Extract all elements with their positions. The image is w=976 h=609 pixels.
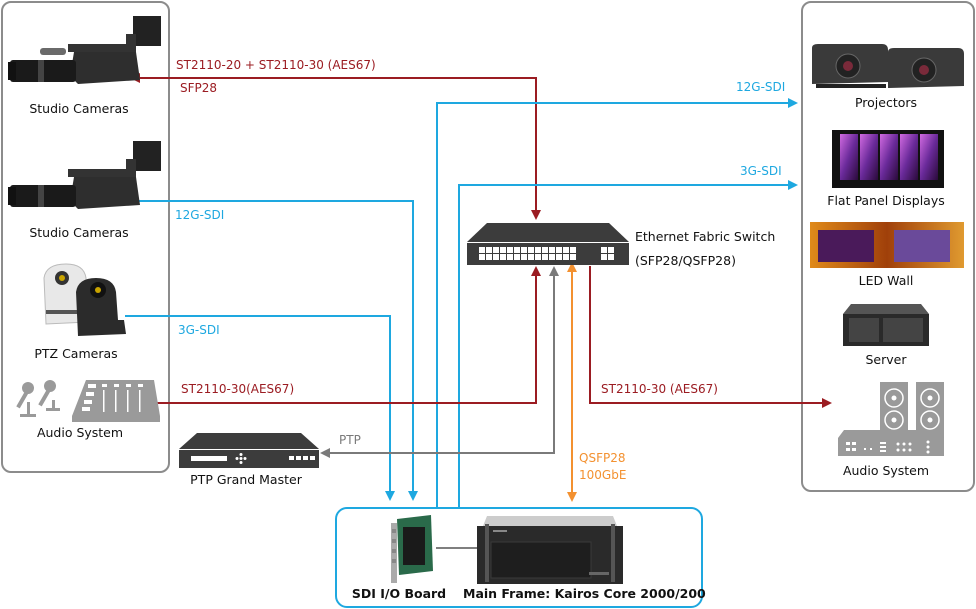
switch-port: [514, 247, 520, 253]
label-out-3g: 3G-SDI: [740, 164, 782, 178]
switch-port: [542, 247, 548, 253]
sdi-io-board-label: SDI I/O Board: [351, 586, 447, 601]
label-audio-out: ST2110-30 (AES67): [601, 382, 718, 396]
projector-icon: [812, 44, 964, 88]
wire-ptz-3g-sdi: [125, 315, 395, 501]
switch-port: [542, 254, 548, 260]
wire-audio-out: [589, 266, 832, 408]
wire-out-3g-sdi: [458, 180, 798, 507]
switch-port: [514, 254, 520, 260]
wire-out-12g-sdi: [436, 98, 798, 507]
studio-camera-icon: [8, 16, 161, 84]
label-qsfp28: QSFP28: [579, 451, 626, 465]
switch-port: [563, 254, 569, 260]
wire-ptp: [320, 268, 555, 458]
switch-port: [556, 254, 562, 260]
switch-port: [549, 254, 555, 260]
ptp-grand-master-label: PTP Grand Master: [190, 472, 302, 487]
switch-port: [493, 247, 499, 253]
switch-port: [528, 254, 534, 260]
switch-port: [493, 254, 499, 260]
label-cam1-sfp: SFP28: [180, 81, 218, 95]
switch-port: [570, 247, 576, 253]
label-audio-in: ST2110-30(AES67): [181, 382, 295, 396]
led-wall-icon: [810, 222, 964, 268]
source-label-ptz-cameras: PTZ Cameras: [34, 346, 118, 361]
switch-port: [486, 247, 492, 253]
label-cam1-ip: ST2110-20 + ST2110-30 (AES67): [176, 58, 376, 72]
wire-switch-to-camera1: [130, 73, 537, 218]
switch-port: [549, 247, 555, 253]
flat-panel-icon: [832, 130, 944, 188]
ptz-camera-icon: [43, 263, 126, 336]
switch-label-line2: (SFP28/QSFP28): [635, 253, 736, 268]
label-100gbe: 100GbE: [579, 468, 627, 482]
output-label-led-wall: LED Wall: [858, 273, 914, 288]
switch-port: [486, 254, 492, 260]
ethernet-switch-icon: [467, 223, 629, 265]
switch-port: [528, 247, 534, 253]
switch-port: [479, 254, 485, 260]
source-label-audio-system: Audio System: [36, 425, 124, 440]
wire-audio-in: [148, 266, 541, 404]
switch-port: [521, 247, 527, 253]
output-label-flat-panel-displays: Flat Panel Displays: [827, 193, 945, 208]
switch-port: [563, 247, 569, 253]
label-ptp: PTP: [339, 433, 361, 447]
source-label-studio-cameras-1: Studio Cameras: [29, 101, 129, 116]
speaker-icon: [838, 382, 944, 456]
output-label-server: Server: [865, 352, 907, 367]
switch-port: [535, 254, 541, 260]
label-out-12g: 12G-SDI: [736, 80, 786, 94]
output-label-audio-system: Audio System: [842, 463, 930, 478]
label-cam2-sdi: 12G-SDI: [175, 208, 225, 222]
switch-port: [570, 254, 576, 260]
source-label-studio-cameras-2: Studio Cameras: [29, 225, 129, 240]
switch-port: [507, 254, 513, 260]
studio-camera-icon: [8, 141, 161, 209]
switch-port: [507, 247, 513, 253]
switch-port: [500, 247, 506, 253]
server-icon: [843, 304, 929, 346]
switch-uplink-port: [601, 247, 607, 253]
switch-uplink-port: [608, 247, 614, 253]
label-ptz-sdi: 3G-SDI: [178, 323, 220, 337]
switch-uplink-port: [601, 254, 607, 260]
ptp-grand-master-icon: [179, 433, 319, 468]
switch-port: [500, 254, 506, 260]
switch-port: [479, 247, 485, 253]
switch-uplink-port: [608, 254, 614, 260]
switch-port: [521, 254, 527, 260]
switch-label-line1: Ethernet Fabric Switch: [635, 229, 776, 244]
output-label-projectors: Projectors: [854, 95, 918, 110]
kairos-core-frame-icon: [477, 516, 623, 584]
audio-mixer-icon: [16, 380, 160, 422]
switch-port: [535, 247, 541, 253]
kairos-core-frame-label: Main Frame: Kairos Core 2000/200: [463, 586, 706, 601]
wire-camera2-12g-sdi: [130, 200, 418, 501]
sdi-io-board-icon: [391, 515, 433, 583]
switch-port: [556, 247, 562, 253]
